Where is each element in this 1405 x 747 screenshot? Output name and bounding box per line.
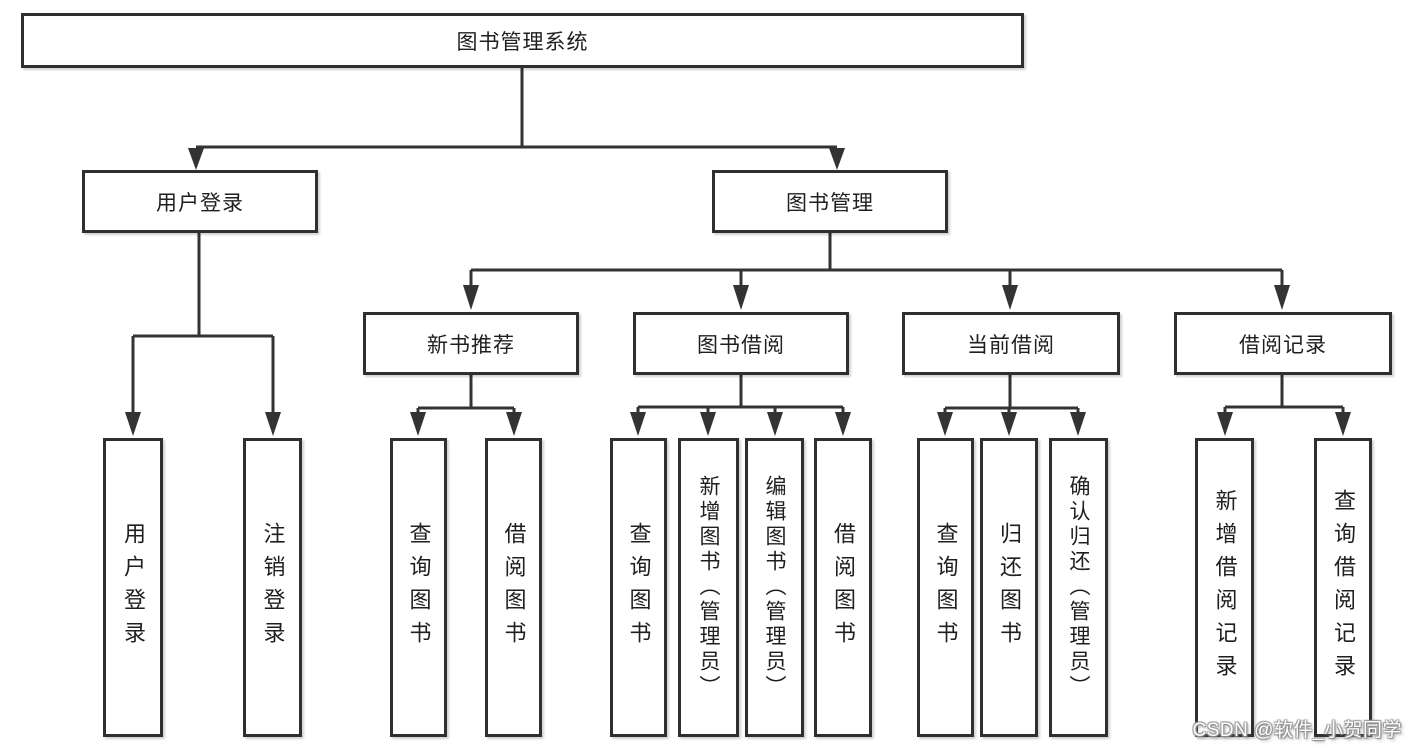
node-book-management: 图书管理 <box>712 170 948 233</box>
leaf-user-login: 用户登录 <box>103 438 163 737</box>
leaf-borrow-books-recommend-label: 借阅图书 <box>501 521 527 654</box>
leaf-query-books-current-label: 查询图书 <box>933 521 959 654</box>
leaf-add-borrow-record: 新增借阅记录 <box>1195 438 1254 737</box>
leaf-edit-books-admin-label: 编辑图书（管理员） <box>763 475 786 700</box>
leaf-return-books-label: 归还图书 <box>997 521 1022 654</box>
leaf-query-borrow-record: 查询借阅记录 <box>1314 438 1372 737</box>
csdn-watermark: CSDN @软件_小贺同学 <box>1192 720 1402 741</box>
leaf-return-books: 归还图书 <box>980 438 1038 737</box>
node-current-borrow-label: 当前借阅 <box>967 333 1055 357</box>
leaf-edit-books-admin: 编辑图书（管理员） <box>745 438 804 737</box>
leaf-confirm-return-admin-label: 确认归还（管理员） <box>1067 475 1090 700</box>
node-borrow-records-label: 借阅记录 <box>1239 333 1327 357</box>
leaf-query-books-borrow: 查询图书 <box>610 438 667 737</box>
node-root-system: 图书管理系统 <box>21 13 1024 68</box>
leaf-query-borrow-record-label: 查询借阅记录 <box>1331 488 1356 687</box>
leaf-query-books-recommend: 查询图书 <box>390 438 447 737</box>
node-new-book-recommend-label: 新书推荐 <box>427 333 515 357</box>
node-root-label: 图书管理系统 <box>456 30 589 54</box>
node-book-borrow: 图书借阅 <box>633 312 849 375</box>
leaf-borrow-books: 借阅图书 <box>814 438 872 737</box>
leaf-user-login-label: 用户登录 <box>121 521 146 654</box>
node-current-borrow: 当前借阅 <box>902 312 1120 375</box>
leaf-add-books-admin-label: 新增图书（管理员） <box>697 475 720 700</box>
leaf-logout: 注销登录 <box>243 438 302 737</box>
leaf-borrow-books-recommend: 借阅图书 <box>485 438 542 737</box>
node-borrow-records: 借阅记录 <box>1174 312 1392 375</box>
leaf-query-books-recommend-label: 查询图书 <box>406 521 432 654</box>
leaf-query-books-borrow-label: 查询图书 <box>626 521 652 654</box>
node-user-login: 用户登录 <box>82 170 318 233</box>
leaf-add-books-admin: 新增图书（管理员） <box>678 438 739 737</box>
leaf-logout-label: 注销登录 <box>260 521 286 654</box>
node-new-book-recommend: 新书推荐 <box>363 312 579 375</box>
leaf-query-books-current: 查询图书 <box>917 438 974 737</box>
leaf-add-borrow-record-label: 新增借阅记录 <box>1212 488 1238 687</box>
node-book-borrow-label: 图书借阅 <box>697 333 785 357</box>
leaf-borrow-books-label: 借阅图书 <box>831 521 856 654</box>
node-user-login-label: 用户登录 <box>156 191 244 215</box>
node-book-management-label: 图书管理 <box>786 191 874 215</box>
leaf-confirm-return-admin: 确认归还（管理员） <box>1049 438 1108 737</box>
